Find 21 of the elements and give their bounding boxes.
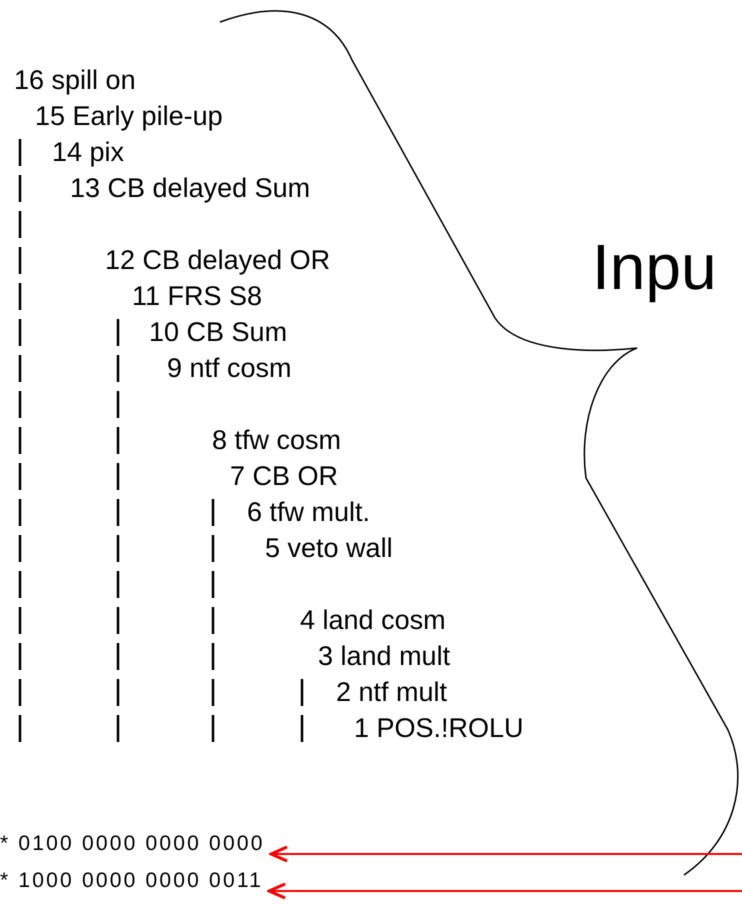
signal-label: 7 CB OR [230,460,338,492]
signal-label: 16 spill on [14,64,136,96]
signal-label: 12 CB delayed OR [105,244,330,276]
signal-label: 1 POS.!ROLU [354,712,524,744]
signal-label: 15 Early pile-up [35,100,223,132]
signal-label: 4 land cosm [300,604,446,636]
heading-text: Inpu [592,232,717,302]
signal-label: 9 ntf cosm [167,352,292,384]
signal-label: 8 tfw cosm [212,424,342,456]
signal-label: 2 ntf mult [336,676,448,708]
signal-label: 13 CB delayed Sum [70,172,310,204]
arrow [268,882,742,900]
signal-label: 6 tfw mult. [247,496,370,528]
signal-label: 3 land mult [318,640,450,672]
signal-label: 5 veto wall [265,532,393,564]
bit-pattern: * 0100 0000 0000 0000 [0,831,265,857]
signal-label: 10 CB Sum [149,316,288,348]
signal-label: 11 FRS S8 [132,280,262,312]
signal-label: 14 pix [52,136,124,168]
arrow [270,846,742,862]
bit-pattern: * 1000 0000 0000 0011 [0,868,264,894]
